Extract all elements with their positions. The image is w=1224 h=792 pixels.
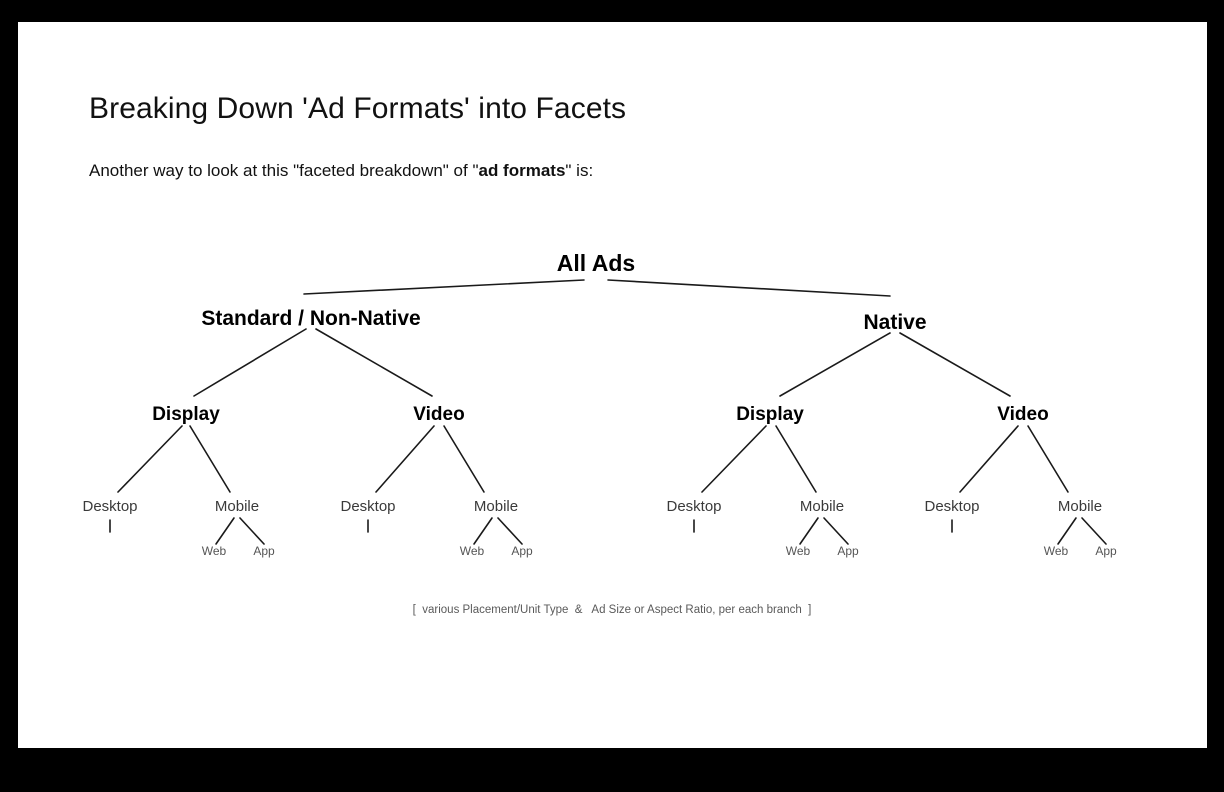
- edge-root-to-standard: [303, 279, 585, 295]
- edge-mobile3-to-app: [823, 517, 849, 545]
- page-title: Breaking Down 'Ad Formats' into Facets: [89, 92, 627, 125]
- edge-mobile1-to-app: [239, 517, 265, 545]
- subtitle-prefix: Another way to look at this "faceted bre…: [89, 161, 479, 180]
- edge-video1-to-desktop: [375, 425, 435, 493]
- tree-node-standard-video-desktop[interactable]: Desktop: [340, 498, 396, 515]
- subtitle-bold-term: ad formats: [478, 161, 566, 180]
- edge-mobile2-to-app: [497, 517, 523, 545]
- edge-display1-to-mobile: [189, 425, 231, 493]
- tree-node-standard-display[interactable]: Display: [152, 404, 220, 425]
- edge-video2-to-mobile: [1027, 425, 1069, 493]
- slide-canvas: Breaking Down 'Ad Formats' into Facets A…: [18, 22, 1207, 748]
- edge-standard-to-video: [315, 328, 433, 397]
- edge-mobile4-to-web: [1057, 517, 1077, 545]
- tree-node-native-display-mobile[interactable]: Mobile: [799, 498, 845, 515]
- edge-display2-to-mobile: [775, 425, 817, 493]
- tree-node-native-display-desktop[interactable]: Desktop: [666, 498, 722, 515]
- edge-display1-to-desktop: [117, 425, 183, 493]
- tree-node-standard-display-mobile-web[interactable]: Web: [201, 544, 227, 558]
- edge-video2-to-desktop: [959, 425, 1019, 493]
- tree-node-standard-video-mobile-web[interactable]: Web: [459, 544, 485, 558]
- tree-node-native-display-mobile-web[interactable]: Web: [785, 544, 811, 558]
- tree-node-standard-display-mobile[interactable]: Mobile: [214, 498, 260, 515]
- tree-node-native-display-mobile-app[interactable]: App: [837, 544, 859, 558]
- tree-node-standard-display-desktop[interactable]: Desktop: [82, 498, 138, 515]
- edge-native-to-video: [899, 332, 1011, 397]
- tree-connector-lines: [109, 279, 1107, 545]
- slide-subtitle: Another way to look at this "faceted bre…: [89, 161, 593, 181]
- subtitle-suffix: " is:: [565, 161, 594, 180]
- tree-node-native-video[interactable]: Video: [997, 404, 1049, 425]
- edge-native-to-display: [779, 332, 891, 397]
- tree-node-standard-video-mobile[interactable]: Mobile: [473, 498, 519, 515]
- edge-mobile2-to-web: [473, 517, 493, 545]
- tree-node-native-video-mobile-app[interactable]: App: [1095, 544, 1117, 558]
- tree-node-native-video-mobile[interactable]: Mobile: [1057, 498, 1103, 515]
- edge-root-to-native: [607, 279, 891, 297]
- tree-node-all-ads[interactable]: All Ads: [556, 250, 636, 276]
- tree-node-standard-non-native[interactable]: Standard / Non-Native: [201, 307, 421, 330]
- tree-node-native[interactable]: Native: [863, 311, 927, 334]
- edge-standard-to-display: [193, 328, 307, 397]
- tree-node-native-display[interactable]: Display: [736, 404, 804, 425]
- tree-node-standard-video[interactable]: Video: [413, 404, 465, 425]
- edge-mobile4-to-app: [1081, 517, 1107, 545]
- tree-node-standard-video-mobile-app[interactable]: App: [511, 544, 533, 558]
- edge-display2-to-desktop: [701, 425, 767, 493]
- edge-mobile1-to-web: [215, 517, 235, 545]
- edge-video1-to-mobile: [443, 425, 485, 493]
- slide-frame: Breaking Down 'Ad Formats' into Facets A…: [18, 22, 1207, 748]
- tree-node-native-video-desktop[interactable]: Desktop: [924, 498, 980, 515]
- tree-node-standard-display-mobile-app[interactable]: App: [253, 544, 275, 558]
- edge-mobile3-to-web: [799, 517, 819, 545]
- tree-caption: [ various Placement/Unit Type & Ad Size …: [412, 604, 812, 616]
- tree-node-native-video-mobile-web[interactable]: Web: [1043, 544, 1069, 558]
